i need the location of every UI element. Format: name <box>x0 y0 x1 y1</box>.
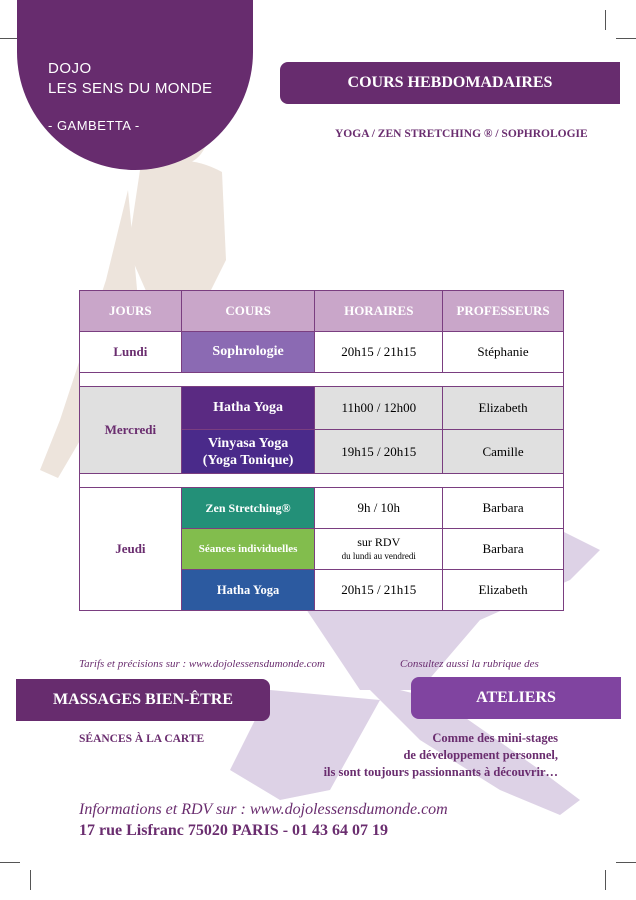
logo-line-name: LES SENS DU MONDE <box>48 80 213 97</box>
course-hatha-yoga: Hatha Yoga <box>180 386 316 430</box>
crop-mark <box>616 862 636 863</box>
course-vinyasa-line2: (Yoga Tonique) <box>202 452 294 468</box>
time-line2: du lundi au vendredi <box>341 551 416 561</box>
course-vinyasa-yoga: Vinyasa Yoga (Yoga Tonique) <box>180 429 316 474</box>
footer-address: 17 rue Lisfranc 75020 PARIS - 01 43 64 0… <box>79 822 389 839</box>
course-sophrologie: Sophrologie <box>180 331 316 373</box>
ateliers-description: Comme des mini-stages de développement p… <box>324 730 558 781</box>
time-cell: 11h00 / 12h00 <box>314 386 444 430</box>
table-row: Vinyasa Yoga (Yoga Tonique) 19h15 / 20h1… <box>80 429 564 474</box>
consultez-text: Consultez aussi la rubrique des <box>400 658 539 670</box>
teacher-cell: Camille <box>442 429 564 474</box>
time-cell: sur RDV du lundi au vendredi <box>314 528 444 570</box>
massages-title: MASSAGES BIEN-ÊTRE <box>52 691 234 708</box>
weekly-classes-title: COURS HEBDOMADAIRES <box>347 74 553 91</box>
classes-subtitle: YOGA / ZEN STRETCHING ® / SOPHROLOGIE <box>335 128 588 140</box>
table-spacer <box>79 372 564 387</box>
time-cell: 20h15 / 21h15 <box>314 331 444 373</box>
header-horaires: HORAIRES <box>314 290 444 332</box>
day-mercredi: Mercredi <box>79 386 182 474</box>
header-cours: COURS <box>180 290 316 332</box>
course-zen-stretching: Zen Stretching® <box>180 487 316 529</box>
tarifs-link-text: Tarifs et précisions sur : www.dojolesse… <box>79 658 325 670</box>
teacher-cell: Barbara <box>442 528 564 570</box>
massages-subtitle: SÉANCES À LA CARTE <box>79 733 205 745</box>
time-cell: 19h15 / 20h15 <box>314 429 444 474</box>
table-spacer <box>79 473 564 488</box>
teacher-cell: Stéphanie <box>442 331 564 373</box>
course-seances-individuelles: Séances individuelles <box>180 528 316 570</box>
table-row: Mercredi Hatha Yoga 11h00 / 12h00 Elizab… <box>79 386 564 474</box>
teacher-cell: Elizabeth <box>442 386 564 430</box>
teacher-cell: Elizabeth <box>442 569 564 611</box>
ateliers-line2: de développement personnel, <box>403 748 558 762</box>
ateliers-title: ATELIERS <box>476 689 556 706</box>
logo-line-location: - GAMBETTA - <box>48 118 140 133</box>
time-line1: sur RDV <box>357 535 401 549</box>
crop-mark <box>616 38 636 39</box>
table-row: Lundi Sophrologie 20h15 / 21h15 Stéphani… <box>79 331 564 373</box>
header-professeurs: PROFESSEURS <box>442 290 564 332</box>
crop-mark <box>605 10 606 30</box>
course-hatha-yoga: Hatha Yoga <box>180 569 316 611</box>
time-cell: 20h15 / 21h15 <box>314 569 444 611</box>
day-jeudi: Jeudi <box>79 487 182 611</box>
footer-info: Informations et RDV sur : www.dojolessen… <box>79 801 448 818</box>
header-jours: JOURS <box>79 290 182 332</box>
crop-mark <box>605 870 606 890</box>
crop-mark <box>0 38 20 39</box>
table-row: Hatha Yoga 20h15 / 21h15 Elizabeth <box>80 569 564 611</box>
table-header-row: JOURS COURS HORAIRES PROFESSEURS <box>79 290 564 332</box>
massages-banner: MASSAGES BIEN-ÊTRE <box>16 679 270 721</box>
crop-mark <box>30 870 31 890</box>
schedule-table: JOURS COURS HORAIRES PROFESSEURS Lundi S… <box>79 290 564 611</box>
course-vinyasa-line1: Vinyasa Yoga <box>207 435 289 451</box>
weekly-classes-banner: COURS HEBDOMADAIRES <box>280 62 620 104</box>
ateliers-line1: Comme des mini-stages <box>432 731 558 745</box>
ateliers-line3: ils sont toujours passionnants à découvr… <box>323 765 558 779</box>
table-row: Jeudi Zen Stretching® 9h / 10h Barbara <box>79 487 564 611</box>
day-lundi: Lundi <box>79 331 182 373</box>
table-row: Séances individuelles sur RDV du lundi a… <box>80 528 564 570</box>
logo-line-dojo: DOJO <box>48 60 92 77</box>
crop-mark <box>0 862 20 863</box>
teacher-cell: Barbara <box>442 487 564 529</box>
ateliers-banner: ATELIERS <box>411 677 621 719</box>
time-cell: 9h / 10h <box>314 487 444 529</box>
